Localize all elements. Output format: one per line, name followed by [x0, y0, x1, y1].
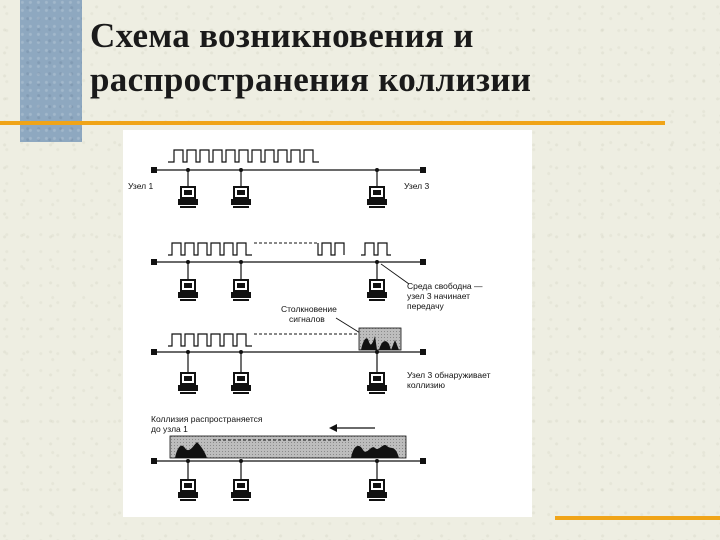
- collision-spread-zone: [169, 435, 407, 459]
- label-node3: Узел 3: [404, 181, 429, 191]
- callout-leader: [380, 263, 410, 285]
- signal-pulses-tail: [317, 242, 345, 256]
- label-collision-2: сигналов: [289, 314, 325, 324]
- computer-icon: [230, 372, 252, 395]
- footer-accent-line: [555, 516, 720, 520]
- label-collision-1: Столкновение: [281, 304, 337, 314]
- title-sidebar-block: [20, 0, 82, 142]
- computer-icon: [366, 479, 388, 502]
- bus-terminator: [151, 167, 157, 173]
- label-medium-free-2: узел 3 начинает: [407, 291, 470, 301]
- row-3: Столкновение сигналов Узел 3 обнаруживае…: [151, 304, 491, 395]
- slide-title: Схема возникновения и распространения ко…: [90, 14, 690, 102]
- computer-icon: [366, 279, 388, 302]
- label-spread-1: Коллизия распространяется: [151, 414, 263, 424]
- signal-pulses-node1: [168, 149, 319, 163]
- bus-terminator: [420, 167, 426, 173]
- computer-icon: [230, 279, 252, 302]
- title-underline: [0, 121, 665, 125]
- label-medium-free-1: Среда свободна —: [407, 281, 483, 291]
- signal-pulses-node3: [361, 242, 391, 256]
- label-spread-2: до узла 1: [151, 424, 188, 434]
- computer-icon: [366, 372, 388, 395]
- computer-icon: [177, 279, 199, 302]
- computer-icon: [230, 479, 252, 502]
- collision-waveform-left: [175, 442, 207, 458]
- row-1: Узел 1 Узел 3: [128, 149, 429, 209]
- collision-diagram: Узел 1 Узел 3 Среда свободна — узел 3 на…: [123, 130, 532, 517]
- computer-icon: [177, 479, 199, 502]
- collision-diagram-svg: Узел 1 Узел 3 Среда свободна — узел 3 на…: [128, 149, 491, 502]
- label-detect-2: коллизию: [407, 380, 446, 390]
- label-medium-free-3: передачу: [407, 301, 445, 311]
- label-node1: Узел 1: [128, 181, 153, 191]
- computer-icon: [177, 186, 199, 209]
- computer-icon: [366, 186, 388, 209]
- slide-title-line-2: распространения коллизии: [90, 60, 532, 99]
- slide-title-line-1: Схема возникновения и: [90, 16, 474, 55]
- arrow-head-icon: [329, 424, 337, 432]
- row-4: Коллизия распространяется до узла 1: [151, 414, 426, 502]
- collision-waveform-right: [351, 445, 399, 458]
- row-2: Среда свободна — узел 3 начинает передач…: [151, 242, 483, 311]
- label-detect-1: Узел 3 обнаруживает: [407, 370, 491, 380]
- signal-pulses-node1: [168, 333, 252, 347]
- collision-waveform: [361, 336, 399, 350]
- signal-pulses-node1: [168, 242, 252, 256]
- computer-icon: [230, 186, 252, 209]
- computer-icon: [177, 372, 199, 395]
